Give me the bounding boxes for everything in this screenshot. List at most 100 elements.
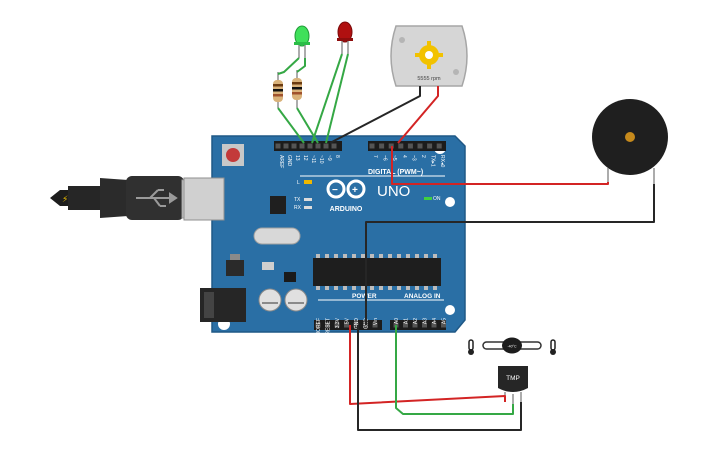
- led-l-label: L: [297, 180, 300, 186]
- analog-pin-hole[interactable]: [431, 322, 437, 328]
- analog-pin-hole[interactable]: [441, 322, 446, 328]
- power-header-label: POWER: [352, 293, 377, 300]
- arduino-logo-icon: [326, 179, 366, 199]
- wire-red-led-cathode[interactable]: [311, 53, 343, 144]
- svg-text:+: +: [352, 185, 358, 196]
- usb-jack: [183, 177, 225, 221]
- wire-motor-black[interactable]: [329, 86, 421, 144]
- digital-pin-hole[interactable]: [436, 143, 442, 149]
- analog-pin-label: A5: [442, 318, 448, 324]
- green-led[interactable]: [294, 25, 310, 58]
- digital-pin-label: ~6: [382, 155, 388, 161]
- digital-pin-label: 13: [294, 155, 300, 161]
- resistor-1[interactable]: [273, 72, 283, 108]
- digital-pin-label: RX◂0: [439, 155, 445, 167]
- digital-pin-hole[interactable]: [315, 143, 321, 149]
- analog-header-label: ANALOG IN: [404, 293, 441, 300]
- resistor-2[interactable]: [292, 70, 302, 108]
- usb-bolt-icon: ⚡: [62, 194, 68, 204]
- model-label: UNO: [377, 183, 410, 200]
- digital-pin-hole[interactable]: [291, 143, 297, 149]
- digital-pin-label: ~3: [410, 155, 416, 161]
- digital-pin-hole[interactable]: [331, 143, 337, 149]
- temperature-slider[interactable]: -40°C: [468, 337, 556, 356]
- digital-pin-hole[interactable]: [369, 143, 375, 149]
- digital-pin-label: 2: [420, 155, 426, 158]
- led-on-label: ON: [433, 196, 441, 202]
- digital-pin-hole[interactable]: [283, 143, 289, 149]
- dc-motor[interactable]: 5555 rpm: [390, 25, 468, 87]
- digital-pin-hole[interactable]: [275, 143, 281, 149]
- digital-pin-label: AREF: [278, 155, 284, 168]
- led-tx-label: TX: [294, 197, 301, 203]
- motor-rpm-label: 5555 rpm: [417, 76, 441, 82]
- digital-pin-hole[interactable]: [323, 143, 329, 149]
- power-pin-label: 5V: [345, 317, 351, 324]
- digital-pin-label: GND: [286, 155, 292, 167]
- digital-pin-hole[interactable]: [407, 143, 413, 149]
- power-pin-hole[interactable]: [372, 322, 378, 328]
- red-led[interactable]: [337, 21, 353, 54]
- led-on-indicator: [424, 197, 432, 200]
- analog-pin-hole[interactable]: [412, 322, 418, 328]
- reset-button[interactable]: [222, 144, 244, 166]
- digital-pin-label: ~5: [391, 155, 397, 161]
- led-l-indicator: [304, 180, 312, 184]
- wire-a0-green[interactable]: [395, 325, 514, 415]
- digital-pin-hole[interactable]: [417, 143, 423, 149]
- slider-knob-label: -40°C: [508, 345, 517, 349]
- wire-buzzer-red[interactable]: [391, 146, 609, 185]
- analog-pin-label: A0: [394, 318, 400, 324]
- piezo-buzzer[interactable]: [592, 99, 668, 184]
- digital-pin-label: 8: [334, 155, 340, 158]
- power-pin-hole[interactable]: [334, 322, 340, 328]
- led-rx-label: RX: [294, 205, 302, 211]
- wire-red-led-to-pin[interactable]: [325, 53, 349, 144]
- wire-gnd-black[interactable]: [357, 325, 522, 431]
- microcontroller-chip: [313, 254, 441, 290]
- digital-pin-hole[interactable]: [299, 143, 305, 149]
- sensor-label: TMP: [506, 375, 520, 382]
- wire-5v-red[interactable]: [349, 325, 506, 405]
- power-pin-label: GND: [354, 318, 360, 330]
- arduino-board[interactable]: − + ARDUINO UNO DIGITAL (PWM~) POWER ANA…: [183, 135, 466, 335]
- analog-pin-hole[interactable]: [422, 322, 427, 328]
- digital-pin-label: 7: [372, 155, 378, 158]
- usb-icon: [136, 189, 178, 207]
- thermometer-cold-icon: [468, 339, 474, 355]
- analog-pin-label: A4: [432, 318, 438, 324]
- wire-green-led-cathode[interactable]: [277, 57, 300, 75]
- power-pin-hole[interactable]: [325, 322, 330, 328]
- wire-buzzer-black[interactable]: [365, 184, 655, 325]
- digital-pin-hole[interactable]: [307, 143, 313, 149]
- wire-resistor-to-gnd[interactable]: [277, 107, 305, 144]
- power-pin-hole[interactable]: [315, 322, 321, 328]
- tmp-sensor[interactable]: TMP: [498, 366, 528, 404]
- digital-pin-hole[interactable]: [398, 143, 404, 149]
- power-pin-hole[interactable]: [344, 322, 349, 328]
- digital-pin-label: ~11: [310, 155, 316, 163]
- voltage-regulator: [226, 260, 244, 276]
- analog-pin-label: A1: [404, 318, 410, 324]
- digital-pin-label: 12: [302, 155, 308, 161]
- slider-knob[interactable]: [502, 337, 522, 354]
- digital-pin-label: 4: [401, 155, 407, 158]
- wire-green-led-to-resistor[interactable]: [296, 58, 306, 73]
- led-tx-indicator: [304, 198, 312, 201]
- power-pin-label: Vin: [373, 318, 379, 325]
- led-rx-indicator: [304, 206, 312, 209]
- motor-gear-icon: [415, 41, 443, 69]
- wire-motor-red[interactable]: [397, 86, 439, 144]
- digital-pin-hole[interactable]: [379, 143, 385, 149]
- digital-pin-label: ~10: [318, 155, 324, 164]
- usb-chip: [270, 196, 286, 214]
- digital-pin-hole[interactable]: [427, 143, 433, 149]
- power-pin-label: 3.3V: [335, 317, 341, 328]
- analog-pin-label: A3: [423, 318, 429, 324]
- analog-pin-hole[interactable]: [403, 322, 408, 328]
- svg-text:−: −: [332, 185, 338, 196]
- thermometer-hot-icon: [550, 339, 556, 355]
- power-pin-hole[interactable]: [353, 322, 359, 328]
- crystal: [253, 227, 301, 245]
